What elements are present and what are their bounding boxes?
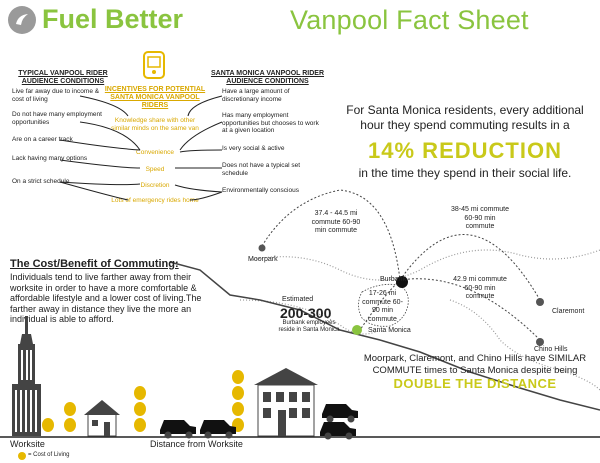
- city-moorpark: Moorpark: [248, 256, 278, 263]
- logo-icon: [8, 6, 36, 34]
- car-icon: [200, 420, 236, 439]
- santa-monica-heading: SANTA MONICA VANPOOL RIDER AUDIENCE COND…: [210, 70, 325, 85]
- car-icon: [160, 420, 196, 439]
- money-bag-icon: [42, 370, 244, 432]
- route-chino: 42.9 mi commute 60-90 min commute: [453, 276, 507, 300]
- car-icon: [322, 404, 358, 423]
- santa-monica-marker: [352, 325, 362, 335]
- claremont-marker: [536, 298, 544, 306]
- legend-text: = Cost of Living: [28, 452, 70, 458]
- sm-item: Environmentally conscious: [222, 187, 299, 194]
- typical-item: Lack having many options: [12, 155, 88, 162]
- typical-item: Do not have many employment opportunitie…: [12, 111, 102, 126]
- city-chino-hills: Chino Hills: [534, 346, 568, 353]
- fact-highlight: 14% REDUCTION: [368, 138, 562, 163]
- fact-line2: in the time they spend in their social l…: [358, 166, 572, 180]
- sm-item: Is very social & active: [222, 145, 285, 152]
- sm-item: Has many employment opportunities but ch…: [222, 112, 319, 134]
- page-title: Fuel Better: [42, 4, 184, 34]
- estimated-label: Estimated: [282, 296, 314, 303]
- page-subtitle: Vanpool Fact Sheet: [290, 5, 529, 35]
- route-claremont: 38-45 mi commute 60-90 min commute: [451, 206, 509, 230]
- sm-item: Have a large amount of discretionary inc…: [222, 88, 290, 103]
- burbank-marker: [396, 276, 408, 288]
- city-burbank: Burbank: [380, 276, 407, 283]
- incentive-item: Convenience: [136, 149, 174, 156]
- large-house-icon: [254, 368, 318, 437]
- incentives-heading: INCENTIVES FOR POTENTIAL SANTA MONICA VA…: [104, 86, 206, 109]
- small-house-icon: [84, 400, 120, 437]
- incentive-item: Speed: [145, 166, 165, 173]
- typical-item: On a strict schedule: [12, 178, 70, 185]
- estimated-value: 200-300: [280, 305, 332, 321]
- typical-heading: TYPICAL VANPOOL RIDER AUDIENCE CONDITION…: [18, 70, 108, 85]
- fact-line1: For Santa Monica residents, every additi…: [346, 103, 584, 132]
- cost-heading: The Cost/Benefit of Commuting:: [10, 258, 179, 270]
- cost-text: Individuals tend to live farther away fr…: [10, 272, 202, 324]
- typical-item: Live far away due to income & cost of li…: [12, 88, 100, 103]
- car-icon: [320, 422, 356, 440]
- city-claremont: Claremont: [552, 308, 585, 315]
- distance-label: Distance from Worksite: [150, 439, 243, 449]
- incentive-item: Knowledge share with other similar minds…: [111, 117, 199, 132]
- moorpark-marker: [258, 244, 266, 252]
- route-moorpark: 37.4 - 44.5 mi commute 60-90 min commute: [311, 210, 361, 234]
- typical-item: Are on a career track: [12, 136, 73, 143]
- money-bag-legend-icon: [18, 452, 26, 460]
- similar-text: Moorpark, Claremont, and Chino Hills hav…: [363, 353, 587, 376]
- phone-icon: [141, 50, 167, 80]
- skyscraper-icon: [12, 316, 41, 436]
- sm-item: Does not have a typical set schedule: [222, 162, 301, 177]
- worksite-label: Worksite: [10, 439, 45, 449]
- distance-illustration: [12, 316, 358, 440]
- incentive-item: Discretion: [140, 182, 170, 189]
- city-santa-monica: Santa Monica: [368, 327, 411, 334]
- route-burbank: 17-26 mi commute 60-90 min commute: [362, 290, 403, 323]
- incentive-item: Lots of emergency rides home: [111, 197, 199, 204]
- double-distance: DOUBLE THE DISTANCE: [393, 376, 557, 391]
- estimated-desc: Burbank employees reside in Santa Monica: [278, 320, 340, 333]
- chino-hills-marker: [536, 338, 544, 346]
